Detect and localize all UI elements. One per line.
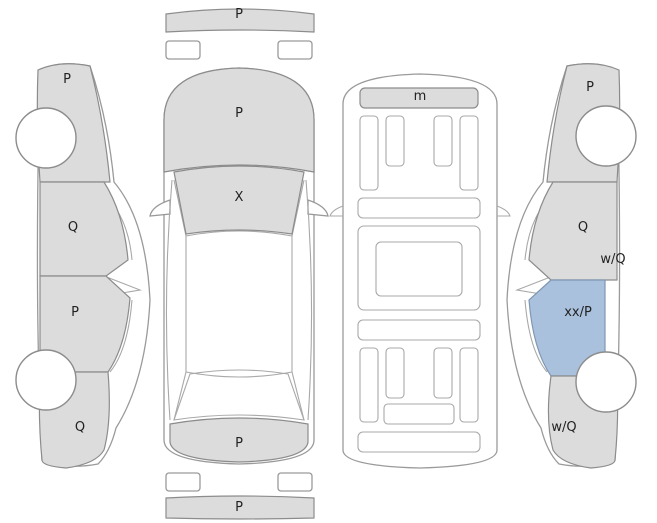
right-front-door[interactable]	[528, 181, 618, 281]
left-front-door[interactable]	[39, 181, 129, 277]
hood-label: P	[235, 106, 243, 121]
front-right-headlight	[277, 40, 313, 60]
left-front-wheel	[15, 107, 77, 169]
bottom-bumper-label: P	[235, 500, 243, 515]
right-front-wheel	[575, 105, 637, 167]
hood-panel[interactable]	[163, 67, 315, 173]
interior-view	[329, 73, 511, 469]
right-rear-quarter-label: w/Q	[551, 420, 576, 435]
left-rear-door-label: P	[71, 305, 79, 320]
bottom-bumper[interactable]	[165, 495, 315, 520]
top-bumper[interactable]	[165, 8, 315, 33]
right-front-door-label: Q	[578, 220, 588, 235]
left-rear-wheel	[15, 349, 77, 411]
right-door-side-note: w/Q	[600, 252, 625, 267]
left-rear-quarter-label: Q	[75, 420, 85, 435]
front-left-headlight	[165, 40, 201, 60]
left-front-fender-label: P	[63, 72, 71, 87]
top-bumper-label: P	[235, 7, 243, 22]
roof-strip-label: m	[414, 89, 427, 104]
rear-right-taillight	[277, 472, 313, 492]
rear-left-taillight	[165, 472, 201, 492]
right-rear-door-label: xx/P	[564, 305, 592, 320]
trunk-label: P	[235, 436, 243, 451]
windshield-panel[interactable]	[173, 165, 305, 235]
left-front-door-label: Q	[68, 220, 78, 235]
windshield-label: X	[235, 190, 244, 205]
trunk-panel[interactable]	[169, 417, 309, 463]
roof-strip[interactable]	[359, 87, 479, 109]
right-front-fender-label: P	[586, 80, 594, 95]
right-rear-wheel	[575, 351, 637, 413]
